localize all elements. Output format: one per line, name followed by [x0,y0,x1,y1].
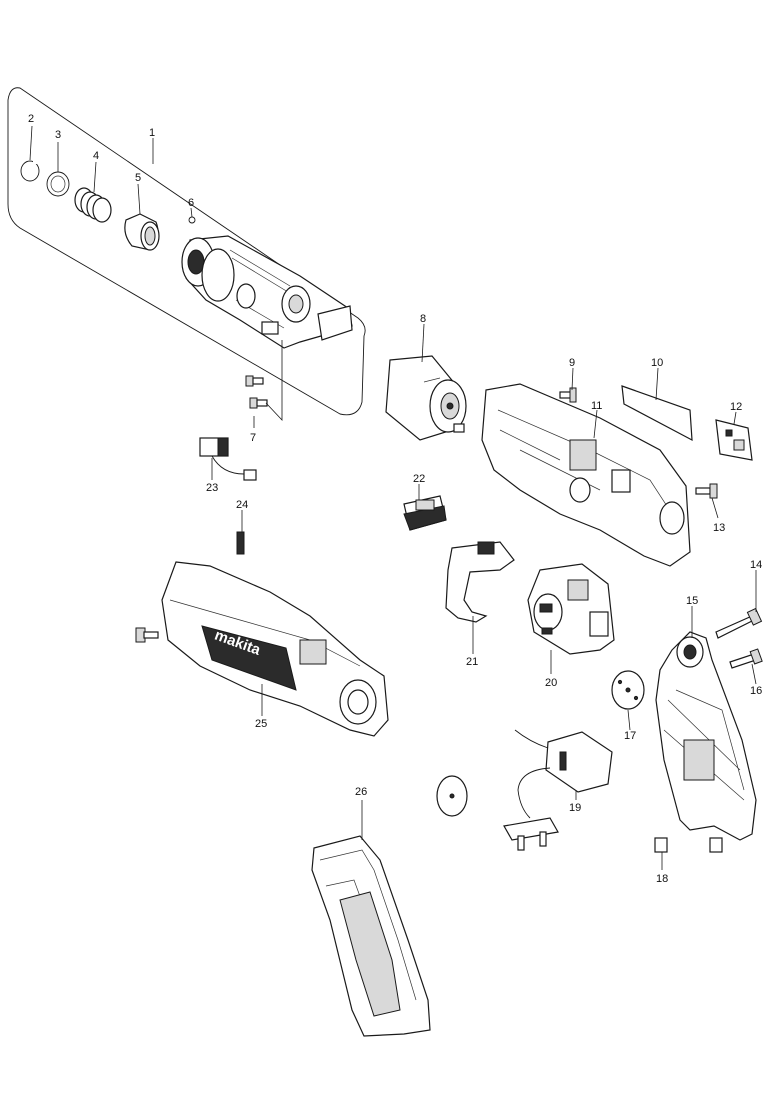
callout-25: 25 [255,718,267,730]
part-17-disc [611,670,645,710]
callout-17: 17 [624,730,636,742]
part-12-plate [715,419,753,461]
part-20-switch [527,563,615,655]
callout-numbers: 1 2 3 4 5 6 7 8 9 10 11 12 13 14 15 16 1… [28,113,762,885]
part-2-ring [20,160,40,182]
part-1-gear-assembly [181,235,353,349]
leader-7 [253,340,283,428]
callout-18: 18 [656,873,668,885]
assembly-outline [7,87,366,416]
callout-13: 13 [713,522,725,534]
callout-11: 11 [591,400,602,412]
callout-9: 9 [569,357,575,369]
part-8-motor [385,355,467,441]
part-21-lever [445,541,515,623]
callout-20: 20 [545,677,557,689]
leader-lines [29,125,757,870]
part-7-screws [245,375,268,409]
callout-10: 10 [651,357,663,369]
part-11-housing [481,383,691,567]
callout-24: 24 [236,499,248,511]
part-3-washer [46,171,70,197]
callout-22: 22 [413,473,425,485]
part-4-spring [74,187,112,223]
callout-7: 7 [250,432,256,444]
callout-12: 12 [730,401,742,413]
part-24-pin [236,531,245,555]
part-16-screw [729,648,763,669]
part-9-screw [559,387,577,403]
callout-2: 2 [28,113,34,125]
part-23-led [199,437,257,481]
callout-3: 3 [55,129,61,141]
callout-23: 23 [206,482,218,494]
part-18-clips [654,837,723,853]
callout-15: 15 [686,595,698,607]
contact-disc [436,775,468,817]
housing-screw [135,627,159,643]
part-15-housing [655,631,757,841]
part-10-label [621,385,693,442]
part-6-ball [188,216,196,224]
part-5-sleeve [124,213,160,251]
callout-1: 1 [149,127,155,139]
callout-14: 14 [750,559,762,571]
part-13-screw [695,483,718,499]
callout-16: 16 [750,685,762,697]
callout-4: 4 [93,150,99,162]
part-26-grip [311,835,431,1037]
callout-21: 21 [466,656,478,668]
callout-8: 8 [420,313,426,325]
part-22-button [403,495,447,531]
callout-5: 5 [135,172,141,184]
callout-6: 6 [188,197,194,209]
part-25-housing: makita [161,561,389,737]
callout-19: 19 [569,802,581,814]
part-19-terminal [503,729,613,851]
part-14-screw [715,607,763,639]
callout-26: 26 [355,786,367,798]
